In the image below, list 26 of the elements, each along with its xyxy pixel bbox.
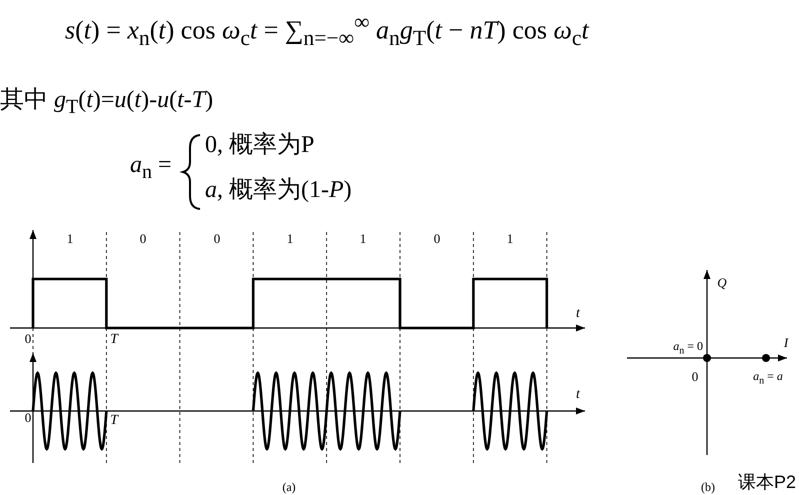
bit-label: 0	[434, 232, 440, 245]
caption: (a)	[282, 481, 296, 493]
axis-label: 0	[692, 370, 698, 383]
axis-label: T	[110, 414, 118, 428]
bit-label: 1	[360, 232, 366, 245]
axis-label: I	[784, 336, 788, 349]
formula: a$_{n}$ =	[130, 153, 172, 182]
axis-label: 0	[24, 332, 32, 345]
axis-label: T	[110, 333, 118, 347]
bit-label: 1	[506, 232, 514, 245]
point-label: a$_{n}$ = 0	[673, 340, 703, 356]
axis-label: t	[576, 307, 580, 321]
bit-label: 0	[140, 232, 146, 245]
note: 课本P2	[738, 473, 796, 491]
formula: a, 概率为(1-P)	[205, 178, 352, 202]
formula: 其中 g$_{T}$(t)=u(t)-u(t-T)	[0, 88, 214, 117]
caption: (b)	[701, 481, 715, 493]
bit-label: 0	[214, 232, 220, 245]
axis-label: 0	[24, 411, 32, 424]
point-label: a$_{n}$ = a	[753, 370, 783, 386]
formula: s(t) = x$_{n}$(t) cos ω$_{c}$t = ∑$_{n=−∞}$$^{∞}$ a$_{n}$g$_{T}$(t − nT) cos ω$_{c}$t	[65, 12, 589, 50]
formula: 0, 概率为P	[205, 133, 314, 157]
axis-label: Q	[717, 276, 727, 289]
bit-label: 1	[286, 232, 294, 245]
bit-label: 1	[66, 232, 74, 245]
axis-label: t	[576, 388, 580, 402]
